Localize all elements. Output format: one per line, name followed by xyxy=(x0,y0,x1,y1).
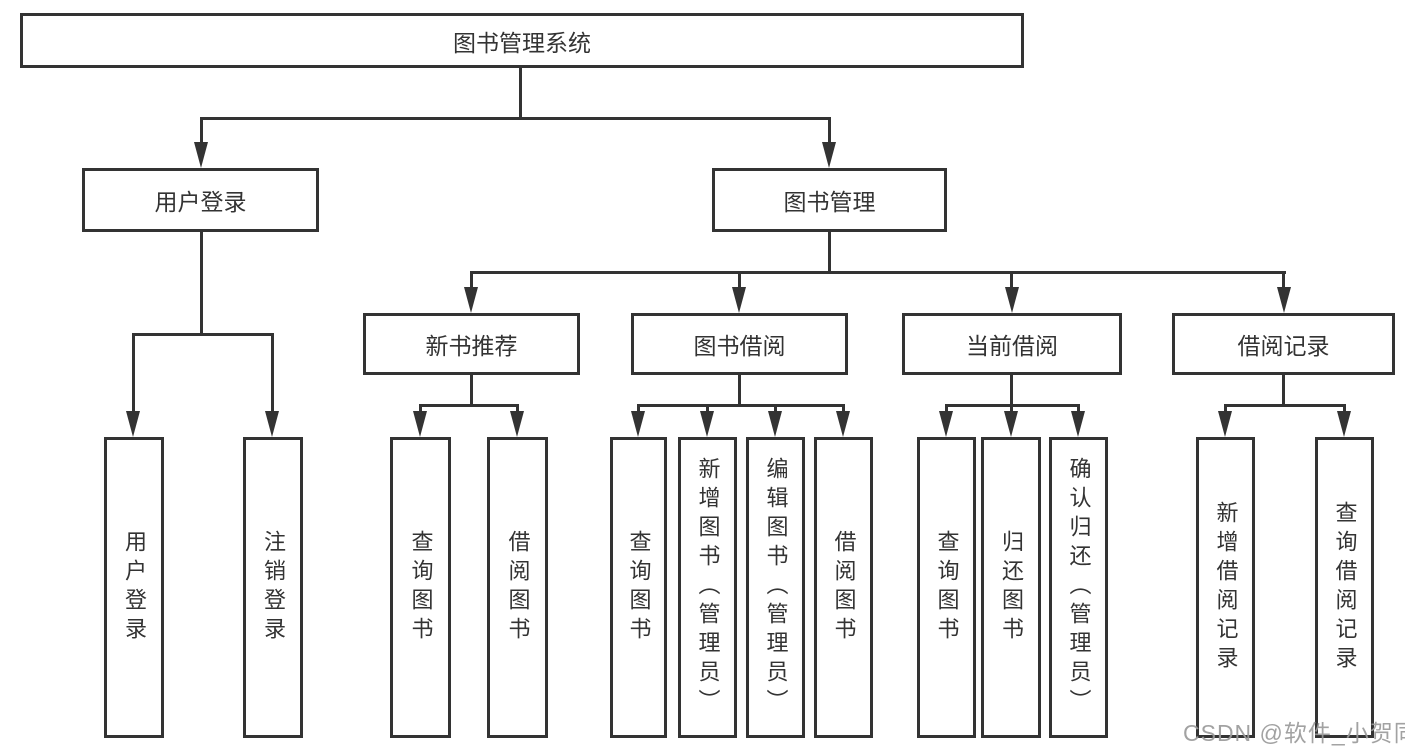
leaf-logout: 注销登录 xyxy=(243,437,303,738)
connector-bookmgmt-split xyxy=(470,271,1286,274)
leaf-add-borrow-record: 新增借阅记录 xyxy=(1196,437,1255,738)
arrow-down-l3 xyxy=(732,287,746,313)
leaf-confirm-return-admin: 确认归还（管理员） xyxy=(1049,437,1108,738)
connector-group-stem xyxy=(1010,375,1013,407)
arrow-down-leaf xyxy=(836,411,850,437)
connector-l3-shaft xyxy=(738,274,741,290)
connector-bookmgmt-shaft xyxy=(828,118,831,146)
arrow-down-leaf xyxy=(413,411,427,437)
arrow-down-leaf xyxy=(1071,411,1085,437)
connector-group-stem xyxy=(738,375,741,407)
connector-group-stem xyxy=(1282,375,1285,407)
connector-l3-shaft xyxy=(1010,274,1013,290)
node-user-login: 用户登录 xyxy=(82,168,319,232)
node-new-book-recommend: 新书推荐 xyxy=(363,313,580,375)
node-current-borrow: 当前借阅 xyxy=(902,313,1122,375)
arrow-down-leaf xyxy=(510,411,524,437)
connector-userlogin-shaft xyxy=(200,118,203,146)
arrow-down-leaf xyxy=(939,411,953,437)
arrow-down-leaf xyxy=(700,411,714,437)
arrow-down-leaf xyxy=(126,411,140,437)
arrow-down-bookmgmt xyxy=(822,142,836,168)
connector-root-stem xyxy=(519,68,522,120)
arrow-down-leaf xyxy=(1337,411,1351,437)
connector-bookmgmt-stem xyxy=(828,232,831,274)
arrow-down-leaf xyxy=(265,411,279,437)
connector-leaf-shaft xyxy=(271,334,274,413)
leaf-add-book-admin: 新增图书（管理员） xyxy=(678,437,737,738)
node-book-borrow: 图书借阅 xyxy=(631,313,848,375)
connector-root-split xyxy=(200,117,831,120)
connector-group-split xyxy=(945,404,1080,407)
connector-userlogin-stem xyxy=(200,232,203,336)
leaf-query-book-recommend: 查询图书 xyxy=(390,437,451,738)
leaf-query-borrow-record: 查询借阅记录 xyxy=(1315,437,1374,738)
arrow-down-leaf xyxy=(768,411,782,437)
leaf-borrow-book: 借阅图书 xyxy=(814,437,873,738)
arrow-down-l3 xyxy=(1277,287,1291,313)
node-borrow-record: 借阅记录 xyxy=(1172,313,1395,375)
leaf-return-book: 归还图书 xyxy=(981,437,1041,738)
watermark: CSDN @软件_小贺同学 xyxy=(1183,720,1405,746)
arrow-down-userlogin xyxy=(194,142,208,168)
connector-group-split xyxy=(1224,404,1346,407)
arrow-down-leaf xyxy=(631,411,645,437)
connector-l3-shaft xyxy=(1282,274,1285,290)
arrow-down-leaf xyxy=(1218,411,1232,437)
connector-group-split xyxy=(637,404,845,407)
node-book-management: 图书管理 xyxy=(712,168,947,232)
leaf-borrow-book-recommend: 借阅图书 xyxy=(487,437,548,738)
arrow-down-l3 xyxy=(464,287,478,313)
leaf-edit-book-admin: 编辑图书（管理员） xyxy=(746,437,805,738)
node-library-system: 图书管理系统 xyxy=(20,13,1024,68)
leaf-query-book-current: 查询图书 xyxy=(917,437,976,738)
connector-l3-shaft xyxy=(470,274,473,290)
connector-userlogin-split xyxy=(132,333,274,336)
arrow-down-leaf xyxy=(1004,411,1018,437)
arrow-down-l3 xyxy=(1005,287,1019,313)
leaf-query-book-borrow: 查询图书 xyxy=(610,437,667,738)
connector-leaf-shaft xyxy=(132,334,135,413)
leaf-user-login: 用户登录 xyxy=(104,437,164,738)
connector-group-split xyxy=(419,404,519,407)
connector-group-stem xyxy=(470,375,473,407)
